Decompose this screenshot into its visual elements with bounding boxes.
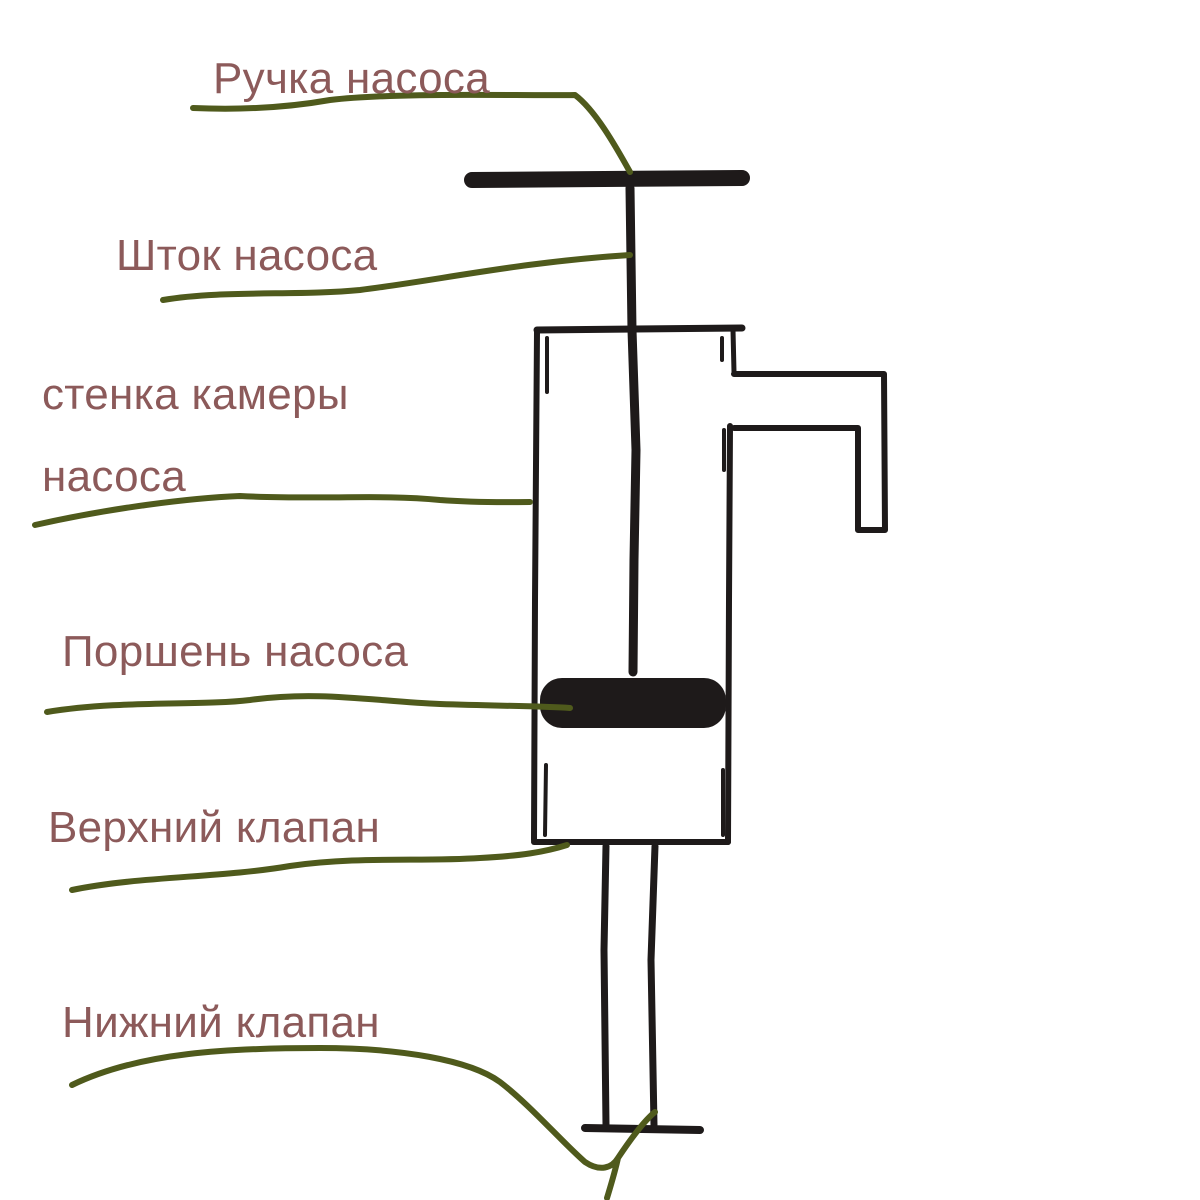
leader-lines (32, 91, 658, 1200)
label-pump-rod: Шток насоса (116, 231, 378, 280)
label-pump-piston: Поршень насоса (62, 627, 409, 676)
pump-handle (464, 170, 750, 188)
leader-piston (44, 693, 573, 715)
chamber-wall-left (531, 329, 540, 843)
chamber-wall-right-lower (725, 423, 733, 845)
pump-spout (731, 371, 888, 533)
pump-rod (625, 183, 641, 677)
label-lower-valve: Нижний клапан (62, 998, 380, 1047)
leader-rod (160, 252, 633, 303)
pump-body (464, 170, 888, 1134)
leader-lower-valve (69, 1045, 658, 1200)
suction-pipe-right (647, 842, 659, 1129)
leader-handle (190, 91, 633, 175)
leader-wall (32, 493, 533, 528)
suction-pipe-left (600, 842, 610, 1129)
chamber-wall-right-upper (730, 327, 737, 375)
chamber-top (533, 324, 746, 334)
label-chamber-wall-line1: стенка камеры (42, 370, 349, 419)
label-upper-valve: Верхний клапан (48, 803, 381, 852)
chamber-inner-right (720, 336, 726, 837)
leader-upper-valve (69, 842, 570, 893)
chamber-inner-left (543, 336, 549, 837)
label-pump-handle: Ручка насоса (213, 54, 490, 103)
label-chamber-wall-line2: насоса (42, 452, 187, 501)
pump-piston (540, 678, 726, 728)
